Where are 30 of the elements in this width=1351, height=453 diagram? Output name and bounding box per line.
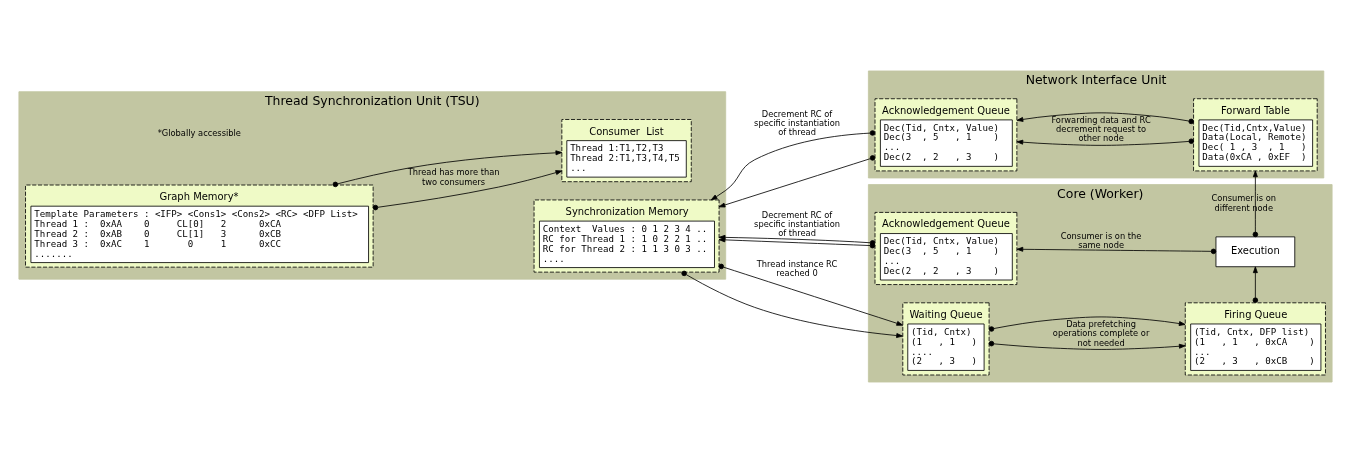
arrow <box>988 340 1186 350</box>
arrow <box>1252 266 1259 303</box>
arrow <box>681 270 903 338</box>
arrow <box>718 155 876 208</box>
arrow <box>1016 112 1194 125</box>
edge-label: Thread instance RC reached 0 <box>756 258 838 278</box>
node-box: Execution <box>1215 236 1296 268</box>
node-box: Firing Queue (Tid, Cntx, DFP list) (1 , 1 , 0xCA ) ... (2 , 3 , 0xCB ) <box>1184 302 1326 376</box>
edge-label: Decrement RC of specific instantiation of thread <box>754 108 840 137</box>
node-box: Waiting Queue (Tid, Cntx) (1 , 1 ) .... (2 , 3 ) <box>902 302 990 376</box>
node-box: Acknowledgement Queue Dec(Tid, Cntx, Value) Dec(3 , 5 , 1 ) ... Dec(2 , 2 , 3 ) <box>874 212 1018 285</box>
arrow <box>710 130 876 201</box>
node-box: Synchronization Memory Context Values : 0 1 2 3 4 .. RC for Thread 1 : 1 0 2 2 1 .. RC for Thread 2 : 1 1 3 0 3 .. .... <box>533 199 720 273</box>
edge-label: Forwarding data and RC decrement request to other node <box>1051 115 1151 144</box>
edge-label: Decrement RC of specific instantiation of thread <box>754 209 840 239</box>
node-box: Forward Table Dec(Tid,Cntx,Value) Data(Local, Remote) Dec( 1 , 3 , 1 ) Data(0xCA , 0xEF ) <box>1193 98 1318 172</box>
node-box: Acknowledgement Queue Dec(Tid, Cntx, Value) Dec(3 , 5 , 1 ) ... Dec(2 , 2 , 3 ) <box>874 98 1018 172</box>
arrow <box>988 316 1186 332</box>
arrow <box>372 170 563 211</box>
arrow <box>332 150 563 188</box>
node-box: Consumer List Thread 1:T1,T2,T3 Thread 2:T1,T3,T4,T5 ... <box>561 119 692 183</box>
edge-label: Consumer is on the same node <box>1060 230 1142 250</box>
label: *Globally accessible <box>157 128 241 139</box>
edge-label: Thread has more than two consumers <box>407 167 500 187</box>
arrow <box>1016 138 1194 146</box>
arrow <box>1016 246 1217 255</box>
node-box: Graph Memory* Template Parameters : <IFP> <Cons1> <Cons2> <RC> <DFP List> Thread 1 : 0xAA 0 CL[0] 2 0xCA Thread 2 : 0xAB 0 CL[1] 3 0xCB Thread 3 : 0xAC 1 0 1 0xCC ....... <box>25 184 374 268</box>
arrow <box>1252 170 1259 238</box>
arrow <box>718 263 904 326</box>
edge-label: Data prefetching operations complete or not needed <box>1052 319 1150 348</box>
